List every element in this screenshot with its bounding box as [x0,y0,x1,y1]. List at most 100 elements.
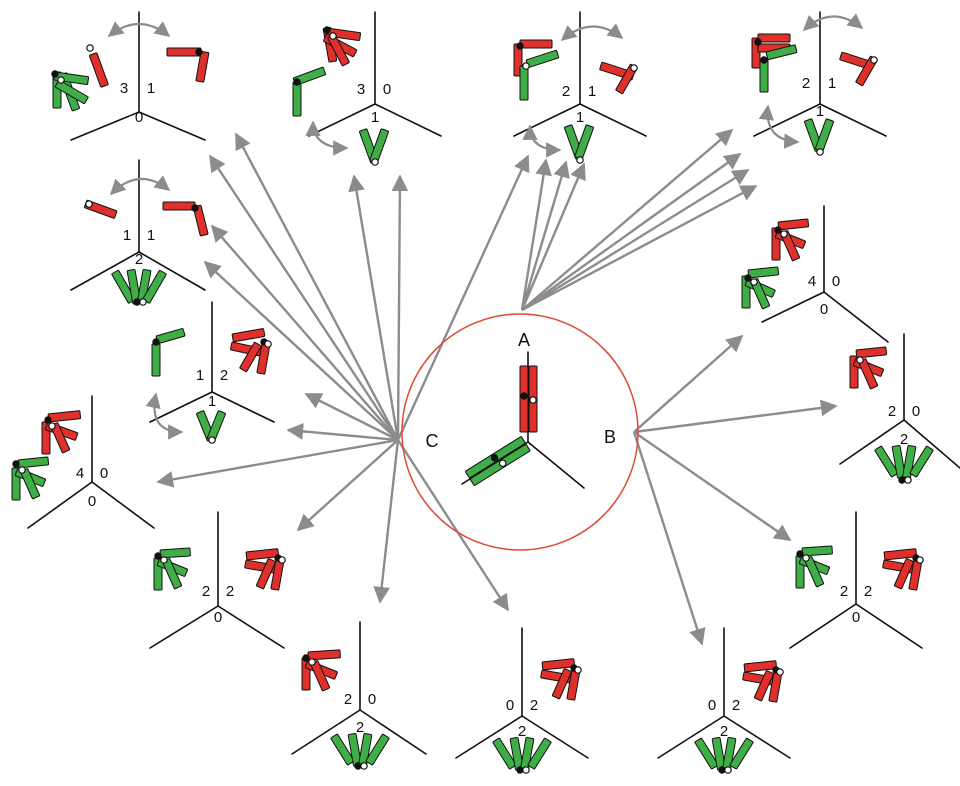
panel-left-count: 0 [708,697,716,714]
arrow-b-p14 [632,431,706,646]
red-rods [41,410,82,455]
label-a: A [518,330,530,350]
panel-3-0-1: 3 0 1 [292,11,442,166]
red-rods-right [166,47,210,83]
panel-right-count: 1 [147,227,155,244]
red-rods [849,346,888,390]
panel-left-count: 3 [357,81,365,98]
arrows-from-c [156,132,530,612]
panel-left-count: 2 [344,691,352,708]
panel-right-count: 1 [828,75,836,92]
arrow-c-p10 [296,439,399,532]
panel-left-count: 2 [888,403,896,420]
panel-right-count: 1 [147,80,155,97]
panel-bottom-count: 2 [135,251,143,268]
green-rod-left [292,66,327,117]
arrow-c-p9 [156,438,399,488]
rotation-arrow-top [560,23,624,42]
arrow-a-p4a [521,128,734,311]
green-rods [51,70,90,112]
label-c: C [426,431,439,451]
arrow-c-p13 [396,439,510,612]
red-rods-left [86,44,109,88]
arrow-c-p7 [304,392,399,442]
panel-4-0-0-a: 4 0 0 [741,205,889,343]
red-rods-left [751,33,791,69]
center-red-rods [519,365,538,433]
arrow-c-p3 [396,154,530,441]
panel-left-count: 4 [808,273,816,290]
panel-0-2-2-b: 0 2 2 [657,627,791,774]
green-rods-left [795,545,833,589]
red-rods [301,649,341,692]
rotation-arrow-top [802,13,864,32]
arrow-c-p5b [203,260,399,441]
panel-left-count: 2 [802,75,810,92]
panel-left-count: 3 [120,80,128,97]
green-rods-left [153,547,191,591]
center-axis-b [527,441,585,489]
panel-left-count: 4 [76,465,84,482]
red-rods-right [244,548,286,591]
panel-left-count: 2 [562,83,570,100]
green-rods-bottom [874,444,934,484]
arrow-b-p11 [633,431,792,541]
panel-left-count: 0 [506,697,514,714]
arrows-from-b [632,334,838,646]
panel-left-count: 1 [196,367,204,384]
rotation-arrow [305,120,349,156]
panel-bottom-count: 0 [214,609,222,626]
green-rods-bottom [330,732,390,770]
green-rods-bottom [359,128,389,166]
panel-bottom-count: 2 [720,723,728,740]
panel-0-2-2-a: 0 2 2 [455,627,589,774]
green-rods [741,266,780,310]
red-rods-right [162,201,209,237]
panel-right-count: 2 [530,697,538,714]
label-b: B [604,427,616,447]
panel-4-0-0-b: 4 0 0 [11,395,155,529]
red-rods-right [540,658,582,701]
arrow-c-p1b [234,132,400,441]
arrow-a-p4c [521,168,750,312]
panel-left-count: 1 [123,227,131,244]
red-rods-right [742,660,784,703]
panel-right-count: 0 [368,691,376,708]
green-rods-bottom [111,268,167,306]
arrow-b-p6 [633,334,744,433]
rotation-arrow [145,392,184,440]
arrow-a-p4b [521,153,742,311]
arrow-a-p4d [521,184,758,312]
arrow-a-p3a [520,158,552,311]
arrow-a-p3b [520,160,570,311]
arrow-b-p8 [633,399,838,434]
green-rods-bottom [804,118,834,156]
panel-right-count: 2 [220,367,228,384]
red-rods [322,26,362,67]
panel-left-count: 2 [202,583,210,600]
rotation-arrow-bottom [522,124,562,158]
panel-2-1-1-b: 2 1 1 [751,11,887,156]
red-rods-left [84,199,118,219]
panel-right-count: 0 [100,465,108,482]
green-rods-bottom [564,124,594,164]
green-rods-bottom [492,736,552,774]
panel-1-1-2: 1 1 2 [70,159,209,306]
arrow-c-p7b [286,423,399,442]
panel-2-1-1-a: 2 1 1 [513,11,647,164]
panel-bottom-count: 1 [576,109,584,126]
green-rods-bottom [694,736,754,774]
panel-3-1-0-a: 3 1 0 [51,11,210,141]
panel-right-count: 2 [732,697,740,714]
red-rods [771,218,810,262]
rotation-arrow-bottom [758,104,800,149]
panel-right-count: 0 [832,273,840,290]
center-complex: A B C [401,313,639,551]
panel-bottom-count: 1 [816,103,824,120]
green-rods [759,44,798,93]
rotation-arrow [109,175,171,196]
rotation-arrow [107,21,171,37]
panel-bottom-count: 0 [852,609,860,626]
panel-bottom-count: 2 [900,431,908,448]
